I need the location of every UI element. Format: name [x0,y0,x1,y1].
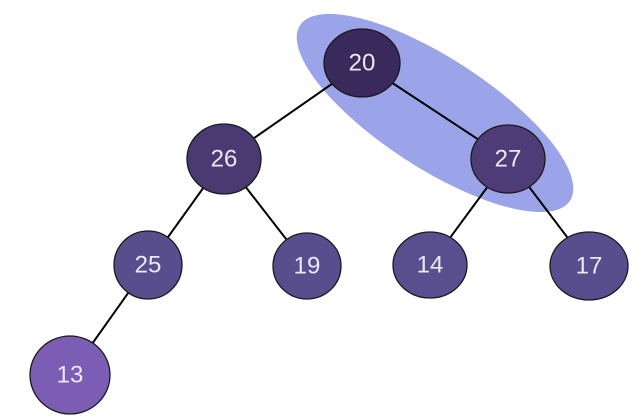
node-circle-13 [29,335,111,415]
tree-node-25: 25 [113,230,183,300]
tree-node-14: 14 [392,231,468,299]
node-circle-14 [392,231,468,299]
node-circle-25 [113,230,183,300]
tree-node-17: 17 [549,231,629,301]
highlight-ellipse-over-20-and-27 [296,13,574,213]
node-circle-17 [549,231,629,301]
tree-node-26: 26 [186,123,262,195]
tree-node-13: 13 [29,335,111,415]
node-circle-27 [470,124,546,194]
node-circle-26 [186,123,262,195]
tree-node-27: 27 [470,124,546,194]
node-circle-19 [272,232,342,300]
tree-node-20: 20 [323,28,401,98]
tree-node-19: 19 [272,232,342,300]
node-circle-20 [323,28,401,98]
